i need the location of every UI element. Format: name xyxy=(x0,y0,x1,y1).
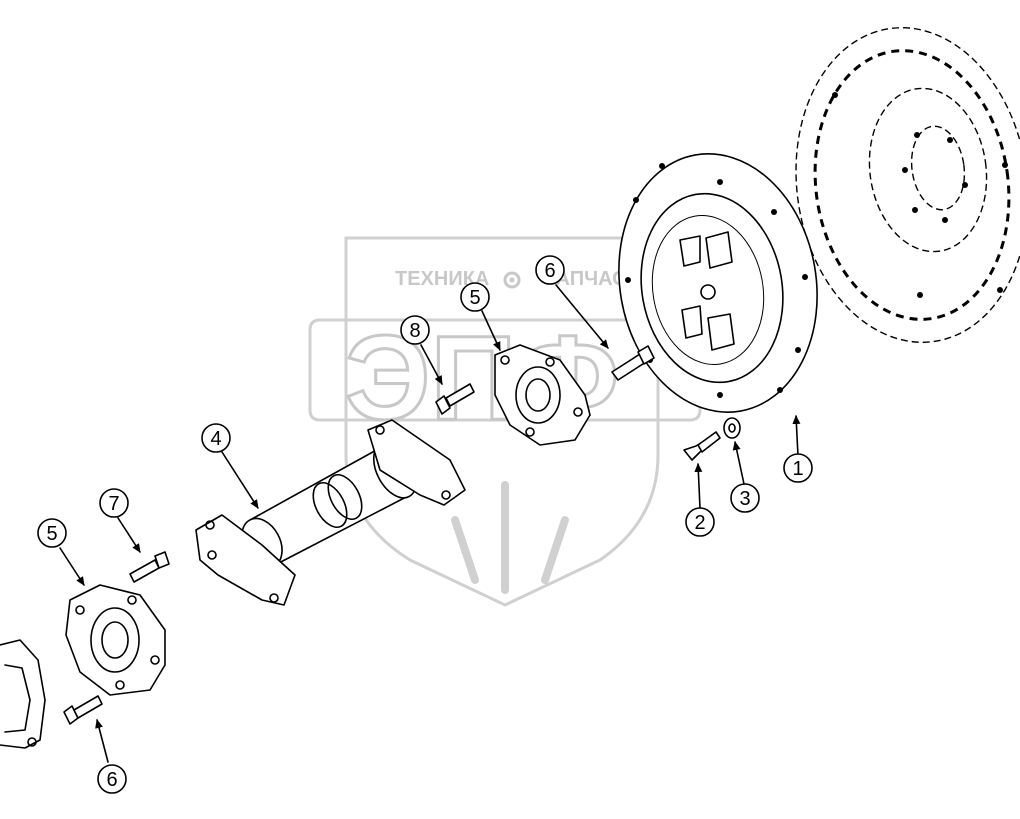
flywheel xyxy=(795,27,1020,343)
svg-text:5: 5 xyxy=(46,523,57,545)
callout-5-top: 5 xyxy=(460,282,490,312)
bolt-part-7 xyxy=(129,551,170,583)
callout-3: 3 xyxy=(730,483,760,513)
svg-text:4: 4 xyxy=(210,428,221,450)
callout-5-left: 5 xyxy=(37,518,67,548)
bolt-part-2 xyxy=(683,431,721,461)
drive-plate xyxy=(618,153,818,413)
watermark-left-text: ТЕХНИКА xyxy=(395,268,489,290)
washer-part-3 xyxy=(723,417,741,439)
bolt-part-6-bottom xyxy=(63,695,103,725)
coupling-part-5-top xyxy=(494,344,591,446)
bolt-part-8 xyxy=(435,383,475,415)
svg-text:5: 5 xyxy=(469,287,480,309)
svg-text:6: 6 xyxy=(544,260,555,282)
svg-text:2: 2 xyxy=(694,512,705,534)
callout-2: 2 xyxy=(685,507,715,537)
leader-lines xyxy=(59,284,801,763)
callout-6-bottom: 6 xyxy=(97,764,127,794)
wheat-emblem xyxy=(451,481,569,594)
housing-fragment xyxy=(0,639,46,749)
svg-text:7: 7 xyxy=(108,493,119,515)
callout-6-top: 6 xyxy=(535,255,565,285)
svg-text:6: 6 xyxy=(106,769,117,791)
callout-4: 4 xyxy=(201,423,231,453)
gear-icon xyxy=(503,271,521,289)
svg-text:3: 3 xyxy=(739,488,750,510)
drive-shaft xyxy=(195,419,466,606)
callout-7: 7 xyxy=(99,488,129,518)
callout-8: 8 xyxy=(400,315,430,345)
callout-1: 1 xyxy=(783,453,813,483)
bolt-part-6-top xyxy=(611,345,655,381)
svg-text:8: 8 xyxy=(409,320,420,342)
svg-text:1: 1 xyxy=(792,458,803,480)
coupling-part-5-left xyxy=(65,584,166,696)
